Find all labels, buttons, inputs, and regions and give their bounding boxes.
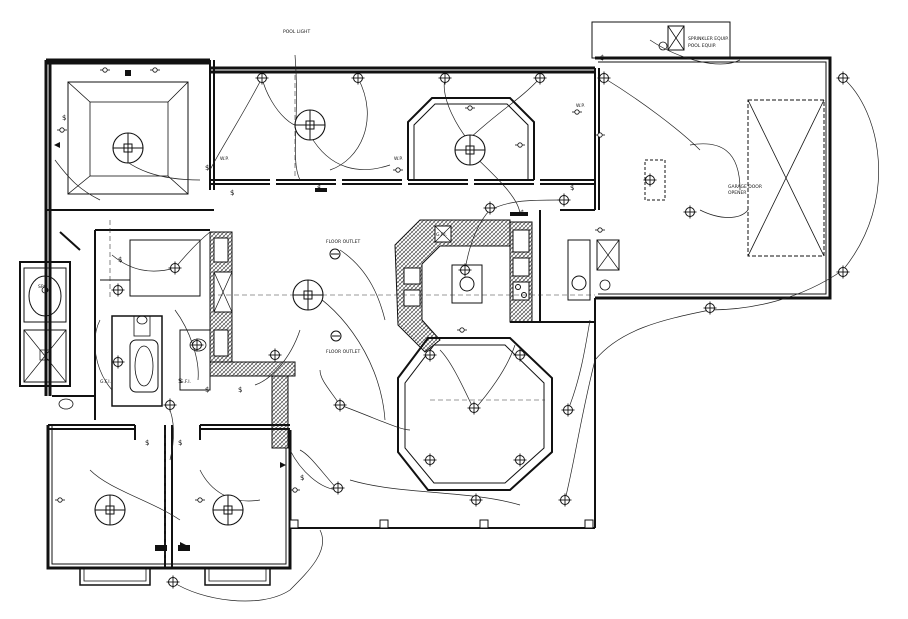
sprinkler-room [591, 21, 731, 59]
label-floor-outlet-1: FLOOR OUTLET [326, 239, 361, 245]
label-wp-1: W.P. [576, 103, 585, 109]
label-pool-equip: POOL EQUIP. [688, 43, 716, 49]
circuit-wiring [54, 39, 879, 602]
exterior-walls [44, 56, 832, 570]
label-floor-outlet-2: FLOOR OUTLET [326, 349, 361, 355]
label-gfi-kitchen: G.F.I. [436, 232, 447, 238]
fan-family-room [294, 109, 326, 141]
fan-living-room [292, 279, 324, 311]
master-bedroom [46, 60, 215, 211]
kitchen-island [451, 264, 483, 304]
fan-octagon-top [454, 134, 486, 166]
label-gfi-bath: G.F.I. [100, 379, 111, 385]
label-gfi-bath2: G.F.I. [180, 379, 191, 385]
plan-labels: POOL LIGHT SPRINKLER EQUIP. POOL EQUIP. … [38, 29, 762, 385]
lower-bedrooms [48, 424, 291, 586]
kitchen-counters [394, 219, 533, 353]
hall-cabinets [209, 231, 296, 449]
octagon-bay-bottom [397, 337, 553, 491]
family-room-walls [210, 68, 600, 210]
floor-outlet-symbols [329, 248, 342, 342]
bathroom-area [19, 229, 211, 420]
fan-bedroom-3 [212, 494, 244, 526]
label-sprinkler: SPRINKLER EQUIP. [688, 36, 729, 42]
fan-master-bedroom [112, 132, 144, 164]
label-garage-door: GARAGE DOOR [728, 184, 762, 190]
label-opener: OPENER [728, 190, 746, 196]
label-wp-2: W.P. [394, 156, 403, 162]
garage-door [567, 99, 825, 301]
porch-posts [289, 519, 594, 529]
small-markers [54, 70, 528, 551]
label-spa: SPA [38, 284, 47, 290]
octagon-bay-top [407, 97, 535, 180]
label-wp-3: W.P. [220, 156, 229, 162]
fan-bedroom-2 [94, 494, 126, 526]
label-pool-light: POOL LIGHT [283, 29, 310, 35]
kitchen-walls [510, 209, 595, 323]
